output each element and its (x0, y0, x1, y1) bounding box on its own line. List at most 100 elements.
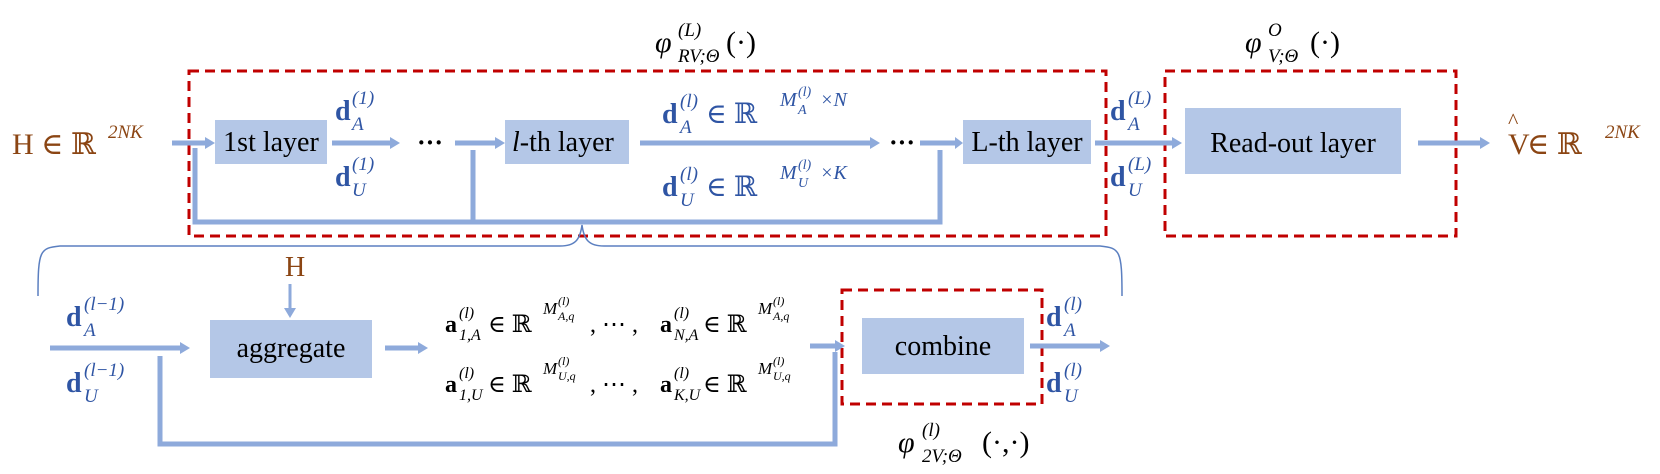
phi-rv-arg: (·) (726, 26, 756, 59)
svg-text:, ⋯ ,: , ⋯ , (590, 312, 638, 338)
svg-text:M: M (542, 359, 558, 378)
input-sup: 2NK (108, 122, 144, 143)
bottom-arrows (50, 284, 1110, 447)
d-U-l-dim: d (l) U ∈ ℝ M (l) U ×K (662, 158, 848, 211)
svg-text:(l): (l) (674, 305, 689, 322)
readout-label: Read-out layer (1210, 128, 1376, 159)
svg-text:d: d (66, 302, 82, 333)
expansion-brace (37, 224, 1123, 297)
ellipsis-2: ··· (889, 128, 915, 157)
svg-text:V: V (1508, 128, 1530, 161)
svg-text:×K: ×K (820, 162, 848, 184)
svg-text:(1): (1) (352, 88, 374, 109)
svg-text:A: A (350, 114, 364, 135)
svg-text:U: U (1064, 386, 1079, 407)
svg-text:A,q: A,q (772, 309, 789, 323)
svg-text:A: A (678, 117, 692, 138)
svg-text:(l): (l) (798, 85, 812, 100)
svg-text:∈ ℝ: ∈ ℝ (703, 372, 748, 398)
svg-text:(l): (l) (773, 294, 784, 308)
svg-text:φ: φ (898, 426, 915, 459)
svg-text:(L): (L) (1128, 88, 1151, 109)
a-vectors-U: a (l) 1,U ∈ ℝ M (l) U,q , ⋯ , a (l) K,U … (445, 354, 791, 404)
svg-text:(l−1): (l−1) (84, 360, 124, 381)
ellipsis-1: ··· (417, 128, 443, 157)
phi-v-label: φ (1245, 26, 1262, 59)
svg-text:K,U: K,U (673, 387, 702, 404)
svg-text:M: M (542, 299, 558, 318)
svg-text:2NK: 2NK (1605, 122, 1641, 143)
svg-text:(l−1): (l−1) (84, 294, 124, 315)
svg-text:^: ^ (1508, 108, 1519, 133)
phi-2v-label: φ (l) 2V;Θ (·,·) (898, 420, 1029, 467)
layer-1-label: 1st layer (223, 127, 319, 158)
svg-text:A: A (797, 103, 807, 118)
svg-text:(l): (l) (558, 294, 569, 308)
combine-label: combine (895, 331, 991, 362)
svg-text:(l): (l) (773, 354, 784, 368)
svg-text:A: A (1062, 320, 1076, 341)
svg-text:(l): (l) (459, 365, 474, 382)
svg-text:(1): (1) (352, 154, 374, 175)
svg-text:(·,·): (·,·) (982, 426, 1029, 459)
phi-v-arg: (·) (1310, 26, 1340, 59)
svg-text:U: U (352, 180, 367, 201)
svg-text:A: A (82, 320, 96, 341)
svg-text:∈ ℝ: ∈ ℝ (1527, 128, 1583, 161)
svg-text:∈ ℝ: ∈ ℝ (706, 99, 758, 130)
phi-rv-sup: (L) (678, 20, 701, 41)
layer-L-label: L-th layer (971, 127, 1083, 158)
d-A-l-out: d (l) A (1046, 294, 1082, 341)
svg-text:a: a (445, 372, 457, 398)
svg-text:(l): (l) (1064, 294, 1082, 315)
rv-dashed-box (187, 69, 1108, 238)
svg-text:1,U: 1,U (459, 387, 484, 404)
svg-text:d: d (662, 99, 678, 130)
svg-text:a: a (660, 372, 672, 398)
svg-text:U,q: U,q (773, 369, 791, 383)
svg-text:d: d (1110, 162, 1126, 193)
svg-text:A,q: A,q (557, 309, 574, 323)
svg-text:U: U (1128, 180, 1143, 201)
svg-text:∈ ℝ: ∈ ℝ (706, 172, 758, 203)
svg-text:∈ ℝ: ∈ ℝ (488, 372, 533, 398)
svg-text:a: a (660, 312, 672, 338)
svg-text:×N: ×N (820, 89, 848, 111)
svg-text:A: A (1126, 114, 1140, 135)
svg-text:M: M (757, 359, 773, 378)
svg-text:a: a (445, 312, 457, 338)
svg-text:(l): (l) (680, 91, 698, 112)
output-V: V ^ ∈ ℝ 2NK (1508, 108, 1641, 161)
d-A-1: d (1) A (335, 88, 374, 135)
svg-text:∈ ℝ: ∈ ℝ (488, 312, 533, 338)
combine-box (862, 318, 1024, 374)
svg-text:∈ ℝ: ∈ ℝ (703, 312, 748, 338)
svg-text:d: d (335, 96, 351, 127)
svg-text:N,A: N,A (673, 327, 699, 344)
svg-text:(l): (l) (922, 420, 940, 441)
d-A-lm1: d (l−1) A (66, 294, 124, 341)
phi-v-sub: V;Θ (1268, 46, 1299, 67)
svg-text:U: U (798, 176, 809, 191)
svg-text:(l): (l) (1064, 360, 1082, 381)
d-U-lm1: d (l−1) U (66, 360, 124, 407)
readout-dashed-box (1163, 69, 1458, 238)
svg-text:(l): (l) (798, 158, 812, 173)
phi-v-sup: O (1268, 20, 1282, 41)
svg-text:U,q: U,q (558, 369, 576, 383)
svg-text:1,A: 1,A (459, 327, 481, 344)
top-arrows (172, 137, 1490, 225)
svg-text:d: d (335, 162, 351, 193)
d-U-1: d (1) U (335, 154, 374, 201)
phi-rv-label: φ (655, 26, 672, 59)
d-A-l-dim: d (l) A ∈ ℝ M (l) A ×N (662, 85, 848, 138)
layer-L-box (963, 120, 1091, 164)
d-U-l-out: d (l) U (1046, 360, 1082, 407)
svg-text:(L): (L) (1128, 154, 1151, 175)
phi-rv-sub: RV;Θ (677, 46, 720, 67)
input-H: H ∈ ℝ (12, 128, 97, 161)
svg-text:d: d (1046, 302, 1062, 333)
svg-text:(l): (l) (674, 365, 689, 382)
svg-text:M: M (757, 299, 773, 318)
